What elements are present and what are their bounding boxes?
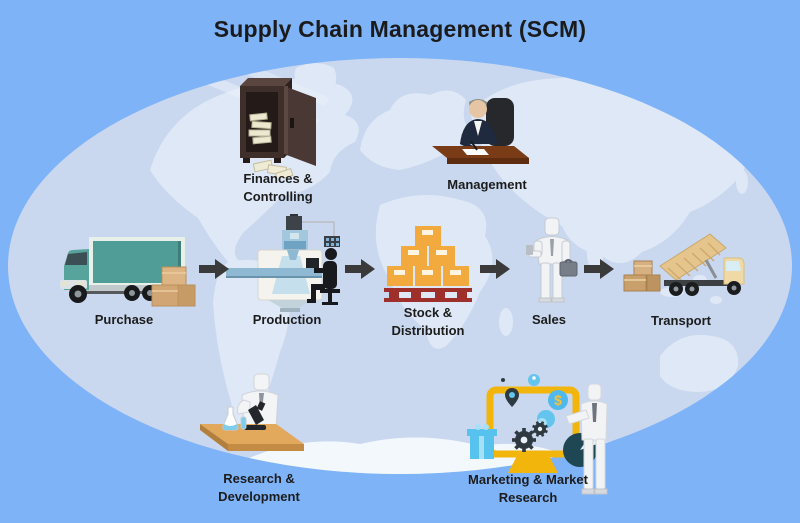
node-production: Production	[226, 214, 344, 327]
node-label-finances: Finances & Controlling	[243, 171, 313, 204]
node-label-transport: Transport	[651, 313, 711, 328]
node-research: Research & Development	[198, 372, 306, 504]
boxes-on-pallet-icon	[384, 226, 472, 302]
node-stock: Stock & Distribution	[384, 224, 472, 338]
diagram-title: Supply Chain Management (SCM)	[213, 16, 587, 42]
node-transport: Transport	[620, 228, 748, 328]
node-purchase: Purchase	[56, 236, 196, 327]
flow-arrow-1	[199, 259, 229, 279]
safe-with-money-icon	[240, 78, 316, 178]
dump-truck-unloading-icon	[623, 233, 745, 296]
node-label-research: Research & Development	[218, 471, 300, 504]
node-sales: Sales	[524, 216, 580, 327]
svg-text:$: $	[554, 392, 562, 408]
flow-arrow-3	[480, 259, 510, 279]
node-label-purchase: Purchase	[94, 312, 154, 327]
salesman-with-briefcase-icon	[526, 217, 578, 303]
flow-arrow-2	[345, 259, 375, 279]
node-finances: Finances & Controlling	[226, 74, 322, 204]
node-marketing: $ Marketing & Market Research	[462, 372, 612, 505]
node-label-production: Production	[252, 312, 322, 327]
node-label-marketing: Marketing & Market Research	[468, 472, 588, 505]
node-label-sales: Sales	[532, 312, 566, 327]
node-management: Management	[426, 94, 534, 192]
executive-at-desk-icon	[432, 98, 529, 164]
node-label-stock: Stock & Distribution	[391, 305, 465, 338]
cnc-machine-operator-icon	[226, 214, 340, 312]
marketing-analytics-icon: $	[467, 374, 608, 495]
flow-arrow-4	[584, 259, 614, 279]
lab-microscope-icon	[200, 373, 304, 451]
box-truck-icon	[60, 237, 196, 307]
node-label-management: Management	[447, 177, 527, 192]
